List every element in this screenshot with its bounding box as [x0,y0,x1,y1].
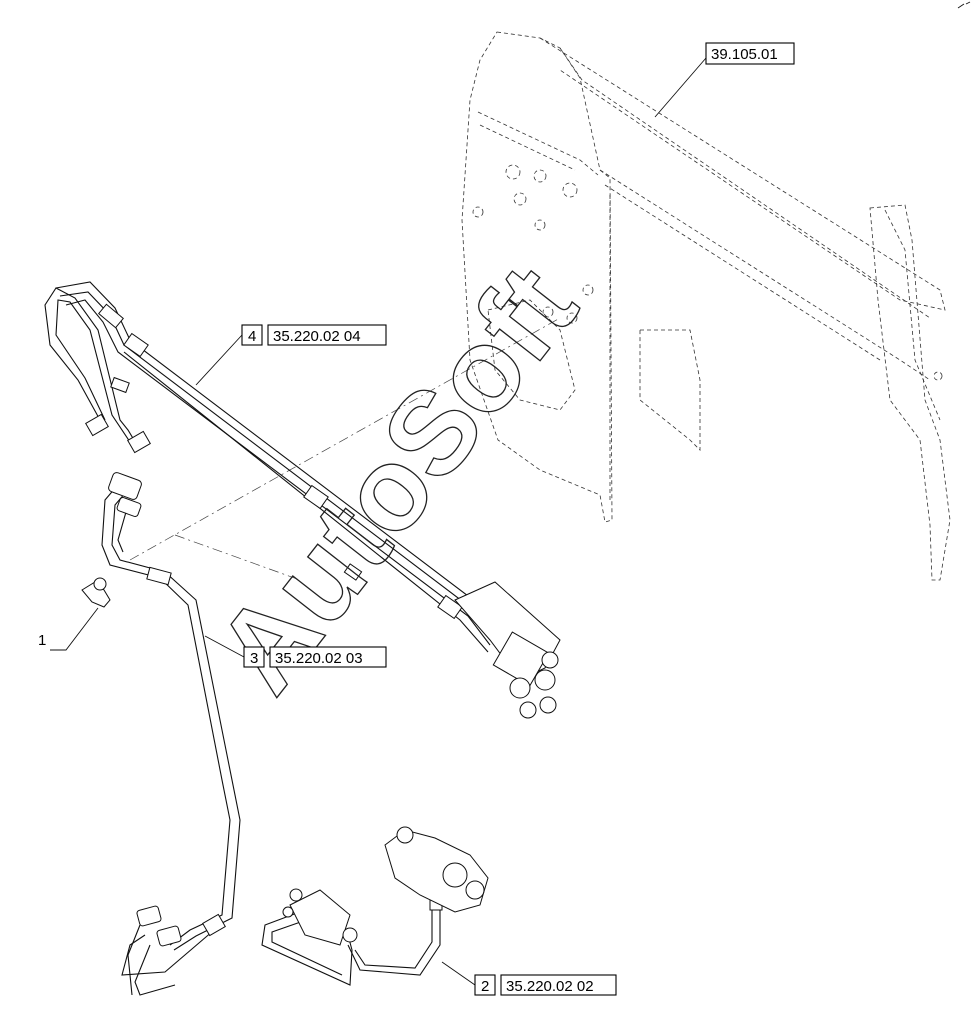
fitting [127,430,151,454]
item4-number: 4 [248,328,256,345]
item4-num-box [241,324,263,346]
item2-num-box [474,974,496,996]
callout-item-3: 3 35.220.02 03 [204,635,387,668]
item3-ref-box [269,646,387,668]
clamp [437,594,463,620]
elbow-fitting-1 [81,577,111,608]
pump-port [465,880,485,900]
item2-leader [441,961,476,986]
coupler [519,701,537,719]
fitting [85,413,109,437]
item4-ref-box [267,324,387,346]
item2-ref: 35.220.02 02 [506,978,594,995]
frame-leader [654,57,707,118]
coupler [539,696,557,714]
frame-ref-label: 39.105.01 [711,46,778,63]
fitting [116,497,142,517]
valve-block [492,631,550,687]
clamp [123,332,149,358]
coupler [541,651,559,669]
centerline [174,534,301,581]
fitting [156,925,182,947]
clamp [202,913,226,937]
fitting [108,472,142,500]
frame-ref-box [705,42,795,65]
fitting [289,888,303,902]
item3-leader [204,635,245,658]
item3-num-box [243,646,265,668]
item2-ref-box [500,974,617,996]
bracket [110,376,130,394]
callout-item-1: 1 [38,607,99,651]
clamp [343,563,363,581]
item4-leader [195,334,243,386]
item2-number: 2 [481,978,489,995]
centerline [129,317,561,561]
clamp [146,566,172,586]
fitting [342,927,358,943]
callout-item-4: 4 35.220.02 04 [195,324,387,386]
coupler [509,677,531,699]
coupler [534,669,556,691]
item1-leader [50,607,99,651]
clamp [303,484,329,510]
corner-mark [957,1,971,9]
item3-number: 3 [250,650,258,667]
tube-assembly-3 [101,472,241,996]
pump-gear-housing [442,862,468,888]
frame-panel [461,31,951,581]
hose-assembly-4 [44,281,561,719]
hydraulic-pump [384,829,489,913]
item1-number: 1 [38,632,46,649]
pump-port [396,826,414,844]
hose-assembly-2 [261,826,489,986]
item4-ref: 35.220.02 04 [273,328,361,345]
callout-frame: 39.105.01 [705,42,795,65]
callout-item-2: 2 35.220.02 02 [441,961,617,996]
fitting [98,303,124,329]
fitting [136,905,162,927]
item3-ref: 35.220.02 03 [275,650,363,667]
fitting [282,906,294,918]
